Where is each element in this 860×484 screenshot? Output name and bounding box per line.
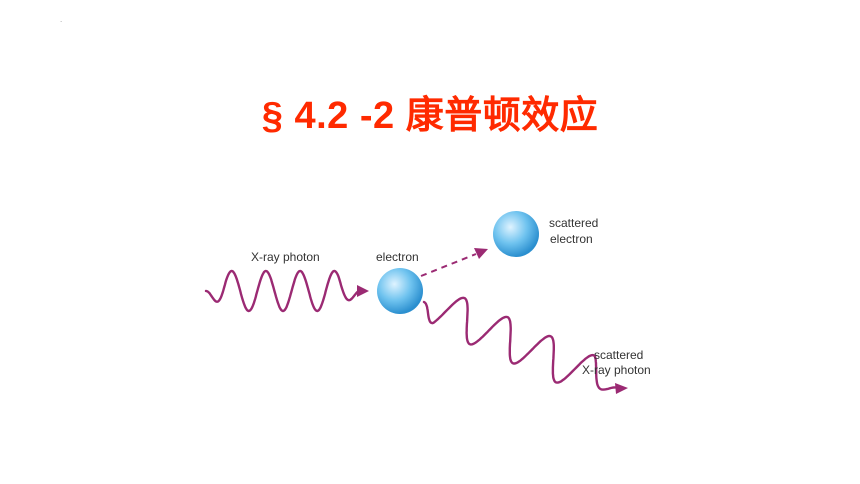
scattered-photon-label-line1: scattered (594, 348, 643, 362)
scattered-electron-label-line2: electron (550, 232, 593, 246)
incoming-photon-arrowhead (357, 285, 369, 297)
electron-label: electron (376, 250, 419, 264)
scattered-electron-label-line1: scattered (549, 216, 598, 230)
scattered-photon-label-line2: X-ray photon (582, 363, 651, 377)
incoming-photon-label: X-ray photon (251, 250, 320, 264)
incoming-photon-wave (204, 269, 362, 313)
corner-mark: . (60, 15, 63, 24)
scattered-electron-sphere (493, 211, 539, 257)
page-title: § 4.2 -2 康普顿效应 (261, 95, 599, 137)
scattered-photon-arrowhead (615, 383, 628, 394)
electron-path-dashed (420, 253, 477, 277)
electron-sphere (377, 268, 423, 314)
electron-path-arrowhead (474, 248, 488, 259)
scattered-photon-wave (422, 296, 620, 391)
